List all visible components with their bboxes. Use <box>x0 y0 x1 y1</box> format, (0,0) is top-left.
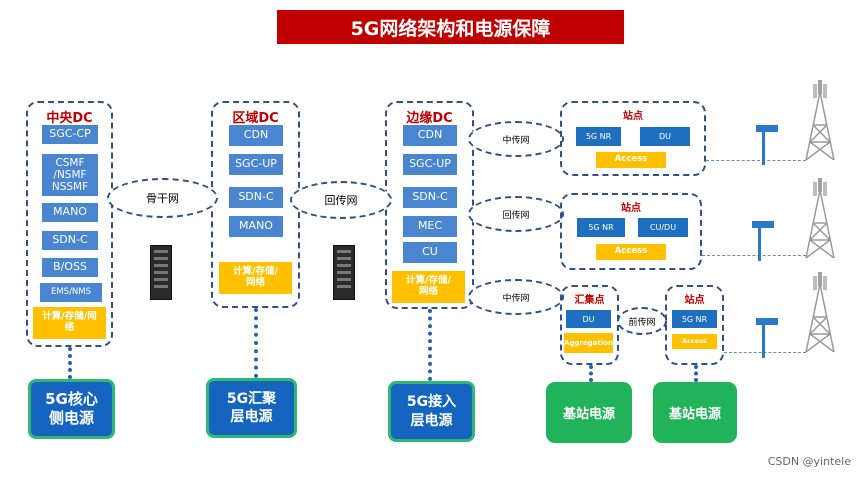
site1-du: DU <box>640 127 690 146</box>
antenna-icon <box>756 125 778 165</box>
server-rack-icon <box>150 245 172 300</box>
central-dc-mano: MANO <box>42 203 98 222</box>
central-dc-boss: B/OSS <box>42 258 98 277</box>
power-line-base2 <box>694 365 698 382</box>
central-dc-sgc-cp: SGC-CP <box>42 125 98 144</box>
antenna-icon <box>756 318 778 358</box>
watermark: CSDN @yintele <box>767 455 851 468</box>
regional-dc-sgc-up: SGC-UP <box>229 154 283 175</box>
site2-cu-du: CU/DU <box>638 218 688 237</box>
backbone-link: 骨干网 <box>107 178 218 218</box>
edge-dc-cdn: CDN <box>403 125 457 146</box>
edge-dc-compute: 计算/存储/ 网络 <box>392 271 465 303</box>
fronthaul-link: 前传网 <box>617 307 667 335</box>
edge-dc-sgc-up: SGC-UP <box>403 154 457 175</box>
cell-tower-icon <box>805 80 835 160</box>
site1-5g-nr: 5G NR <box>576 127 621 146</box>
site3-title: 站点 <box>684 295 705 306</box>
regional-dc-sdn-c: SDN-C <box>229 187 283 208</box>
site2-access: Access <box>596 244 666 260</box>
access-power: 5G接入 层电源 <box>388 381 475 442</box>
edge-dc-mec: MEC <box>403 216 457 237</box>
power-line-core <box>68 347 72 379</box>
aggregation-du: DU <box>566 310 611 328</box>
edge-dc-cu: CU <box>403 242 457 263</box>
site3-5g-nr: 5G NR <box>672 310 717 328</box>
central-dc-csmf: CSMF /NSMF NSSMF <box>42 154 98 196</box>
site1-access: Access <box>596 152 666 168</box>
aggregation-title: 汇集点 <box>574 295 605 306</box>
edge-dc-title: 边缘DC <box>406 111 453 126</box>
convergence-power: 5G汇聚 层电源 <box>206 378 297 438</box>
regional-dc-title: 区域DC <box>232 111 279 126</box>
site1-frame <box>560 101 706 176</box>
core-power: 5G核心 侧电源 <box>28 379 115 439</box>
tower-line-2 <box>702 255 806 256</box>
backhaul-link: 回传网 <box>290 181 392 219</box>
edge-dc-sdn-c: SDN-C <box>403 187 457 208</box>
cell-tower-icon <box>805 178 835 258</box>
aggregation-frame <box>560 285 619 365</box>
site2-title: 站点 <box>621 203 641 214</box>
power-line-base1 <box>589 365 593 382</box>
central-dc-title: 中央DC <box>46 111 93 126</box>
midhaul-link-2: 中传网 <box>468 279 564 315</box>
midhaul-link-1: 中传网 <box>468 121 564 157</box>
site3-frame <box>665 285 724 365</box>
cell-tower-icon <box>805 272 835 352</box>
aggregation-box: Aggregation <box>564 333 613 353</box>
central-dc-ems: EMS/NMS <box>40 283 102 302</box>
site2-frame <box>560 193 702 270</box>
page-title: 5G网络架构和电源保障 <box>277 10 624 44</box>
backhaul-link-2: 回传网 <box>468 196 564 232</box>
site3-access: Access <box>672 334 717 349</box>
base-station-power-2: 基站电源 <box>653 382 737 443</box>
power-line-access <box>428 309 432 381</box>
power-line-convergence <box>254 308 258 378</box>
tower-line-1 <box>706 160 806 161</box>
regional-dc-cdn: CDN <box>229 125 283 146</box>
site1-title: 站点 <box>623 111 643 122</box>
central-dc-compute: 计算/存储/网络 <box>33 307 106 339</box>
server-rack-icon <box>333 245 355 300</box>
site2-5g-nr: 5G NR <box>577 218 625 237</box>
regional-dc-mano: MANO <box>229 216 283 237</box>
regional-dc-compute: 计算/存储/ 网络 <box>219 262 292 294</box>
base-station-power-1: 基站电源 <box>546 382 632 443</box>
central-dc-sdn-c: SDN-C <box>42 231 98 250</box>
antenna-icon <box>752 221 774 261</box>
central-dc-frame <box>26 101 113 347</box>
